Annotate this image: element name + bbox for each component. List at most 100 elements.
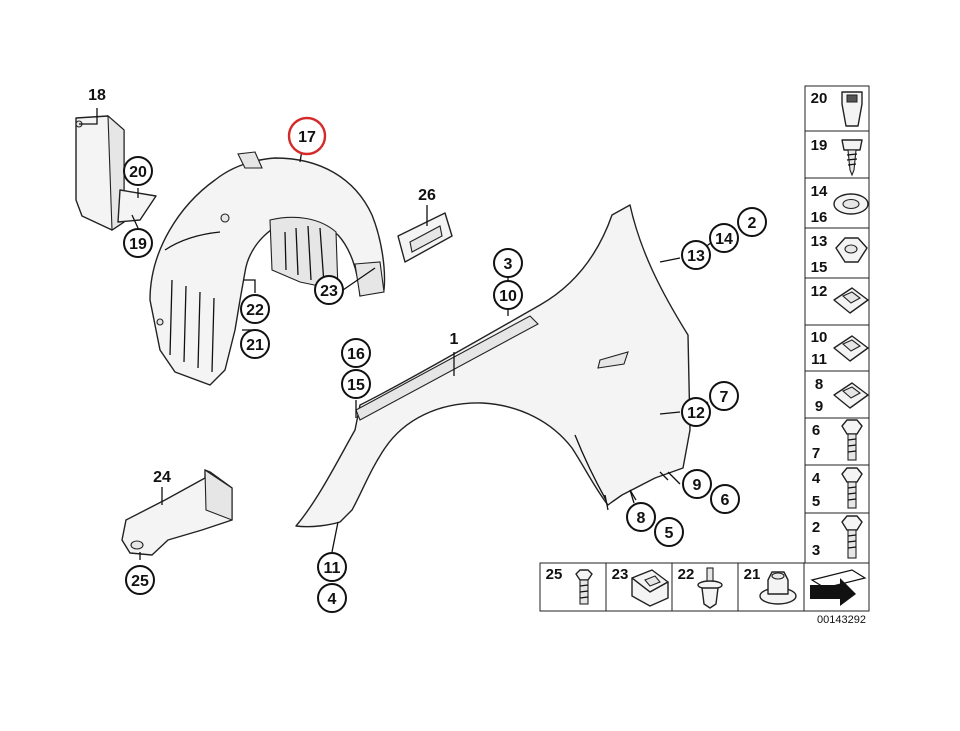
clip-nut-icon [833, 382, 869, 409]
legend-cell-23[interactable]: 23 [605, 562, 673, 612]
callout-label: 18 [88, 87, 106, 104]
legend-cell-19[interactable]: 19 [804, 130, 870, 179]
legend-label: 21 [744, 566, 761, 583]
legend-cell-13-15[interactable]: 13 15 [804, 227, 870, 279]
legend-cell-6-7[interactable]: 6 7 [804, 417, 870, 466]
callout-label: 16 [347, 346, 365, 363]
legend-cell-10-11[interactable]: 10 11 [804, 324, 870, 372]
legend-label: 10 [811, 329, 828, 346]
legend-label: 11 [811, 351, 827, 368]
plastic-rivet-icon [697, 567, 723, 609]
legend-cell-14-16[interactable]: 14 16 [804, 177, 870, 229]
bolt-icon [575, 569, 593, 605]
hex-bolt-icon [841, 419, 863, 461]
callout-1[interactable]: 1 [450, 331, 459, 348]
bracket-part-26 [397, 212, 453, 263]
callout-12[interactable]: 12 [681, 397, 711, 427]
legend-label: 13 [811, 233, 828, 250]
hex-nut-icon [835, 237, 868, 263]
callout-label: 11 [324, 560, 341, 577]
callout-24[interactable]: 24 [153, 469, 171, 486]
callout-label: 23 [320, 283, 338, 300]
callout-label: 17 [298, 129, 316, 146]
callout-label: 22 [246, 302, 264, 319]
callout-16[interactable]: 16 [341, 338, 371, 368]
drawing-code: 00143292 [817, 614, 866, 626]
hex-bolt-icon [841, 467, 863, 509]
legend-label: 22 [678, 566, 695, 583]
callout-6[interactable]: 6 [710, 484, 740, 514]
legend-cell-20[interactable]: 20 [804, 85, 870, 132]
callout-18[interactable]: 18 [88, 87, 106, 104]
callout-label: 6 [721, 492, 730, 509]
callout-label: 24 [153, 469, 171, 486]
callout-label: 14 [715, 231, 733, 248]
callout-2[interactable]: 2 [737, 207, 767, 237]
callout-9[interactable]: 9 [682, 469, 712, 499]
legend-label: 14 [811, 183, 828, 200]
callout-25[interactable]: 25 [125, 565, 155, 595]
legend-label: 5 [812, 493, 820, 510]
callout-10[interactable]: 10 [493, 280, 523, 310]
hex-bolt-icon [841, 515, 863, 559]
callout-3[interactable]: 3 [493, 248, 523, 278]
wheel-arch-liner-part-17 [149, 151, 386, 386]
legend-cell-8-9[interactable]: 8 9 [804, 370, 870, 419]
screw-icon [841, 139, 863, 177]
legend-label: 8 [815, 376, 823, 393]
callout-11[interactable]: 11 [317, 552, 347, 582]
callout-5[interactable]: 5 [654, 517, 684, 547]
callout-label: 12 [687, 405, 705, 422]
callout-20[interactable]: 20 [123, 156, 153, 186]
legend-label: 6 [812, 422, 820, 439]
bracket-part-18 [75, 114, 157, 232]
callout-label: 2 [748, 215, 757, 232]
callout-label: 19 [129, 236, 147, 253]
callout-label: 26 [418, 187, 436, 204]
callout-label: 13 [687, 248, 705, 265]
collar-nut-icon [759, 571, 797, 605]
legend-label: 15 [811, 259, 828, 276]
bracket-part-24 [121, 468, 233, 556]
callout-4[interactable]: 4 [317, 583, 347, 613]
legend-label: 2 [812, 519, 820, 536]
callout-23[interactable]: 23 [314, 275, 344, 305]
callout-7[interactable]: 7 [709, 381, 739, 411]
callout-21[interactable]: 21 [240, 329, 270, 359]
legend-label: 20 [811, 90, 828, 107]
spring-clip-icon [631, 569, 669, 607]
callout-label: 4 [328, 591, 337, 608]
legend-cell-25[interactable]: 25 [539, 562, 607, 612]
callout-label: 15 [347, 377, 365, 394]
legend-cell-2-3[interactable]: 2 3 [804, 512, 870, 564]
legend-cell-arrow[interactable] [803, 562, 870, 612]
legend-label: 16 [811, 209, 828, 226]
legend-label: 7 [812, 445, 820, 462]
legend-cell-4-5[interactable]: 4 5 [804, 464, 870, 514]
callout-17-highlighted[interactable]: 17 [287, 116, 327, 156]
legend-cell-22[interactable]: 22 [671, 562, 739, 612]
legend-label: 25 [546, 566, 563, 583]
callout-19[interactable]: 19 [123, 228, 153, 258]
legend-cell-21[interactable]: 21 [737, 562, 805, 612]
callout-15[interactable]: 15 [341, 369, 371, 399]
washer-icon [833, 193, 869, 215]
callout-26[interactable]: 26 [418, 187, 436, 204]
callout-22[interactable]: 22 [240, 294, 270, 324]
callout-label: 25 [131, 573, 149, 590]
callout-8[interactable]: 8 [626, 502, 656, 532]
arrow-icon [810, 569, 867, 606]
callout-label: 1 [450, 331, 459, 348]
legend-label: 3 [812, 542, 820, 559]
legend-label: 4 [812, 470, 821, 487]
callout-label: 9 [693, 477, 702, 494]
clip-nut-icon [833, 287, 869, 314]
bottom-legend-row: 25 23 22 [539, 562, 870, 612]
legend-column: 20 19 14 16 [804, 85, 870, 564]
callout-label: 21 [246, 337, 264, 354]
callout-14[interactable]: 14 [709, 223, 739, 253]
callout-13[interactable]: 13 [681, 240, 711, 270]
legend-cell-12[interactable]: 12 [804, 277, 870, 326]
callout-label: 3 [504, 256, 513, 273]
